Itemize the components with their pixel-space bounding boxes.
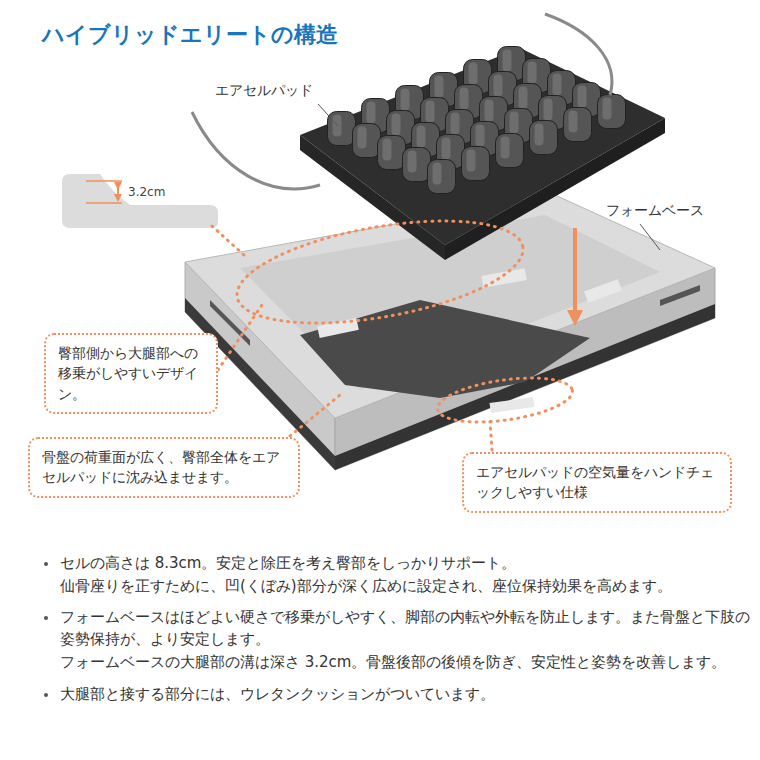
title: ハイブリッドエリートの構造 — [42, 20, 338, 50]
air-cell-highlight — [544, 99, 553, 121]
air-cell-highlight — [501, 137, 510, 159]
air-cell-highlight — [485, 100, 494, 122]
air-cell-highlight — [392, 114, 401, 136]
air-cell-highlight — [503, 50, 512, 72]
velcro-strip — [490, 397, 535, 413]
bullet-text: フォームベースはほどよい硬さで移乗がしやすく、脚部の内転や外転を防止します。また… — [60, 606, 750, 650]
air-cell-highlight — [519, 87, 528, 109]
highlight-region — [229, 203, 530, 342]
air-cell — [353, 124, 381, 158]
bullet-text: フォームベースの大腿部の溝は深さ 3.2cm。骨盤後部の後傾を防ぎ、安定性と姿勢… — [60, 651, 750, 673]
bullet-text: 大腿部と接する部分には、ウレタンクッションがついています。 — [60, 683, 750, 705]
callout-box: 臀部側から大腿部への移乗がしやすいデザイン。 — [44, 333, 218, 414]
air-cell-highlight — [451, 113, 460, 135]
air-cell-highlight — [603, 98, 612, 120]
bullet-dot — [44, 616, 48, 620]
air-cell — [564, 108, 592, 142]
dimension-label: 3.2cm — [128, 185, 165, 199]
slot — [660, 285, 700, 306]
air-cell-highlight — [460, 88, 469, 110]
dimension-line — [86, 180, 122, 182]
air-cell-highlight — [476, 125, 485, 147]
callout-box: エアセルパッドの空気量をハンドチェックしやすい仕様 — [462, 452, 732, 513]
air-cell-highlight — [578, 86, 587, 108]
leader-line — [218, 305, 262, 370]
air-cell — [328, 112, 356, 146]
air-cell-highlight — [553, 74, 562, 96]
air-cell-highlight — [408, 151, 417, 173]
air-cells — [328, 47, 626, 194]
air-cell-highlight — [358, 127, 367, 149]
air-cell-highlight — [417, 126, 426, 148]
air-cell — [598, 95, 626, 129]
air-cell-highlight — [433, 163, 442, 185]
air-cell-highlight — [442, 138, 451, 160]
air-tube — [192, 112, 320, 189]
press-arrow — [573, 228, 577, 318]
callout-box: 骨盤の荷重面が広く、臀部全体をエアセルパッドに沈み込ませます。 — [28, 437, 300, 498]
air-cell-highlight — [383, 139, 392, 161]
leader-line — [290, 395, 340, 436]
bullet-dot — [44, 562, 48, 566]
groove-inset — [62, 174, 218, 228]
callout-text: 臀部側から大腿部への移乗がしやすいデザイン。 — [58, 343, 204, 404]
part-label: エアセルパッド — [215, 82, 313, 100]
air-cell — [496, 134, 524, 168]
dimension-line — [86, 202, 122, 204]
air-cell-highlight — [494, 75, 503, 97]
air-cell-highlight — [535, 124, 544, 146]
callout-text: 骨盤の荷重面が広く、臀部全体をエアセルパッドに沈み込ませます。 — [42, 447, 286, 488]
leader-line — [318, 104, 338, 126]
air-cell-highlight — [401, 89, 410, 111]
bullet-dot — [44, 693, 48, 697]
air-cell-highlight — [367, 102, 376, 124]
air-cell — [403, 148, 431, 182]
air-cell-pad — [300, 47, 665, 261]
leader-line — [212, 226, 245, 256]
air-cell-highlight — [469, 63, 478, 85]
inset-shape — [62, 174, 218, 228]
air-cell-highlight — [510, 112, 519, 134]
bullet-text: 仙骨座りを正すために、凹(くぼみ)部分が深く広めに設定され、座位保持効果を高めま… — [60, 575, 750, 597]
air-cell-highlight — [569, 111, 578, 133]
air-cell — [530, 121, 558, 155]
pad-edge — [445, 118, 665, 260]
air-cell — [462, 147, 490, 181]
air-cell — [428, 160, 456, 194]
leader-line — [490, 422, 492, 450]
velcro-strip — [584, 279, 622, 303]
highlight-region — [435, 371, 575, 430]
air-cell — [378, 136, 406, 170]
air-tube — [545, 14, 612, 95]
air-cell-highlight — [528, 62, 537, 84]
velcro-strip — [481, 268, 526, 287]
part-label: フォームベース — [606, 202, 704, 220]
air-cell-highlight — [426, 101, 435, 123]
bullet-text: セルの高さは 8.3cm。安定と除圧を考え臀部をしっかりサポート。 — [60, 552, 750, 574]
air-cell-highlight — [435, 76, 444, 98]
seat-hole — [300, 300, 590, 398]
air-cell-highlight — [467, 150, 476, 172]
dimension-arrow — [117, 186, 119, 198]
callout-text: エアセルパッドの空気量をハンドチェックしやすい仕様 — [476, 462, 718, 503]
leader-line — [640, 224, 660, 250]
